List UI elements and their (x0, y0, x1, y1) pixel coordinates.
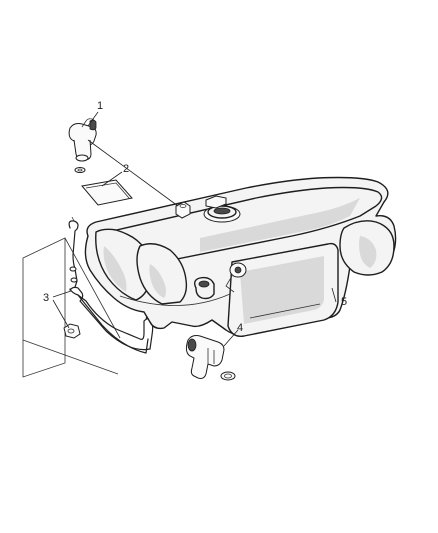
leader-2b (87, 139, 179, 207)
leader-1 (87, 111, 99, 127)
leader-3b (52, 299, 70, 329)
callout-4: 4 (237, 322, 243, 334)
callout-3: 3 (43, 292, 49, 304)
leader-4 (223, 329, 239, 347)
callout-2: 2 (123, 163, 129, 175)
leader-lines (52, 111, 337, 347)
callout-5: 5 (341, 296, 347, 308)
leader-2a (101, 171, 123, 187)
leader-5 (331, 287, 337, 303)
part-1-vent-valve (68, 118, 97, 173)
callout-1: 1 (97, 100, 103, 112)
part-4-drain-fitting (185, 335, 236, 381)
part-2-pad (81, 179, 133, 206)
leader-3a (52, 290, 72, 298)
part-5-fuel-tank (84, 176, 397, 337)
part-3-bracket-box (22, 237, 66, 378)
